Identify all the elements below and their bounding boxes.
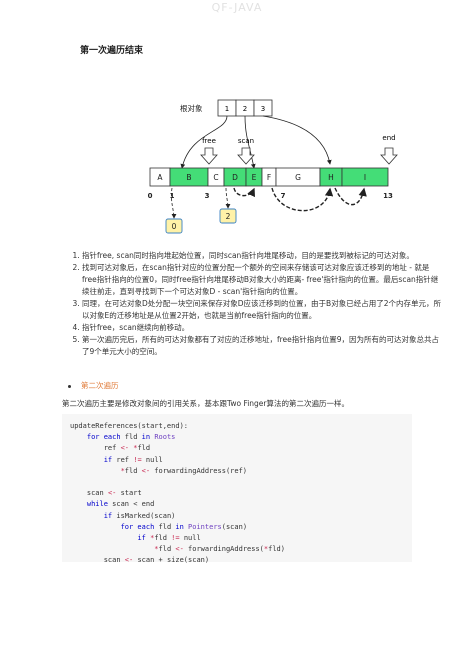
root-slot-label: 2 — [243, 105, 247, 113]
position-label: 1 — [170, 192, 175, 200]
cell-label: C — [213, 173, 218, 182]
intro-paragraph: 第二次遍历主要是修改对象间的引用关系，基本跟Two Finger算法的第二次遍历… — [62, 399, 350, 408]
code-line: *fld <- forwardingAddress(ref) — [120, 466, 248, 475]
code-line: *fld <- forwardingAddress(*fld) — [154, 545, 285, 554]
forward-box-d-label: 2 — [226, 212, 231, 221]
root-slot-label: 3 — [261, 105, 265, 113]
scan-label: scan — [238, 137, 254, 145]
code-line: while scan < end — [86, 500, 155, 509]
section-title: 第一次遍历结束 — [80, 46, 144, 56]
end-label: end — [382, 134, 395, 142]
list-item: 指针free，scan继续向前移动。 — [82, 322, 442, 334]
code-line: scan <- start — [70, 489, 142, 498]
pointer-arrow-d-e — [233, 187, 255, 198]
memory-diagram: 根对象 1 2 3 free scan end A B C D — [148, 99, 398, 234]
code-line: if isMarked(scan) — [103, 511, 176, 520]
cell-i — [341, 167, 389, 187]
forward-box-b — [165, 218, 183, 234]
steps-list: 指针free, scan同时指向堆起始位置，同时scan指针向堆尾移动，目的是要… — [66, 250, 442, 358]
forward-arrow-d — [225, 187, 231, 209]
list-item: 同理，在可达对象D处分配一块空间来保存对象D应该迁移到的位置，由于B对象已经占用… — [82, 298, 442, 322]
code-line: scan <- scan + size(scan) — [70, 556, 210, 565]
bullet-item: 第二次遍历 — [68, 380, 119, 391]
cell-label: G — [295, 173, 301, 182]
cell-label: A — [157, 173, 163, 182]
position-label: 3 — [205, 192, 210, 200]
root-arrow-1 — [180, 115, 228, 169]
list-item: 找到可达对象后，在scan指针对应的位置分配一个额外的空间来存储该可达对象应该迁… — [82, 262, 442, 298]
forward-box-b-label: 0 — [172, 222, 177, 231]
position-label: 7 — [281, 192, 286, 200]
list-item: 指针free, scan同时指向堆起始位置，同时scan指针向堆尾移动，目的是要… — [82, 250, 442, 262]
bullet-dot-icon — [68, 384, 71, 388]
cell-label: I — [364, 173, 366, 182]
second-pass-link[interactable]: 第二次遍历 — [81, 381, 119, 390]
position-label: 0 — [148, 192, 153, 200]
root-arrow-3 — [262, 115, 332, 165]
code-line: if *fld != null — [137, 533, 201, 542]
free-pointer-icon — [200, 147, 218, 165]
list-item: 第一次遍历完后，所有的可达对象都有了对应的迁移地址，free指针指向位置9，因为… — [82, 334, 442, 358]
cell-label: F — [267, 173, 271, 182]
code-block: updateReferences(start,end): for each fl… — [62, 414, 412, 564]
scan-pointer-icon — [237, 147, 255, 165]
pointer-arrow-h-i — [334, 187, 367, 206]
pointer-arrow-f-h — [271, 187, 334, 212]
watermark: QF-JAVA — [211, 1, 263, 14]
cell-label: B — [186, 173, 191, 182]
root-arrow-2 — [244, 115, 256, 169]
end-pointer-icon — [380, 147, 398, 165]
code-line: if ref != null — [103, 455, 163, 464]
code-line: for each fld in Pointers(scan) — [120, 522, 248, 531]
root-label: 根对象 — [180, 103, 203, 113]
forward-box-d — [219, 208, 237, 224]
code-line: updateReferences(start,end): — [70, 422, 189, 430]
code-line: ref <- *fld — [70, 444, 151, 453]
root-slot-label: 1 — [225, 105, 229, 113]
code-line — [70, 477, 412, 488]
forward-arrow-b — [171, 187, 177, 219]
position-label: 13 — [383, 192, 393, 200]
cell-label: E — [252, 173, 257, 182]
cell-label: D — [232, 173, 238, 182]
free-label: free — [202, 137, 216, 145]
cell-label: H — [328, 173, 334, 182]
code-line: for each fld in Roots — [86, 433, 176, 442]
